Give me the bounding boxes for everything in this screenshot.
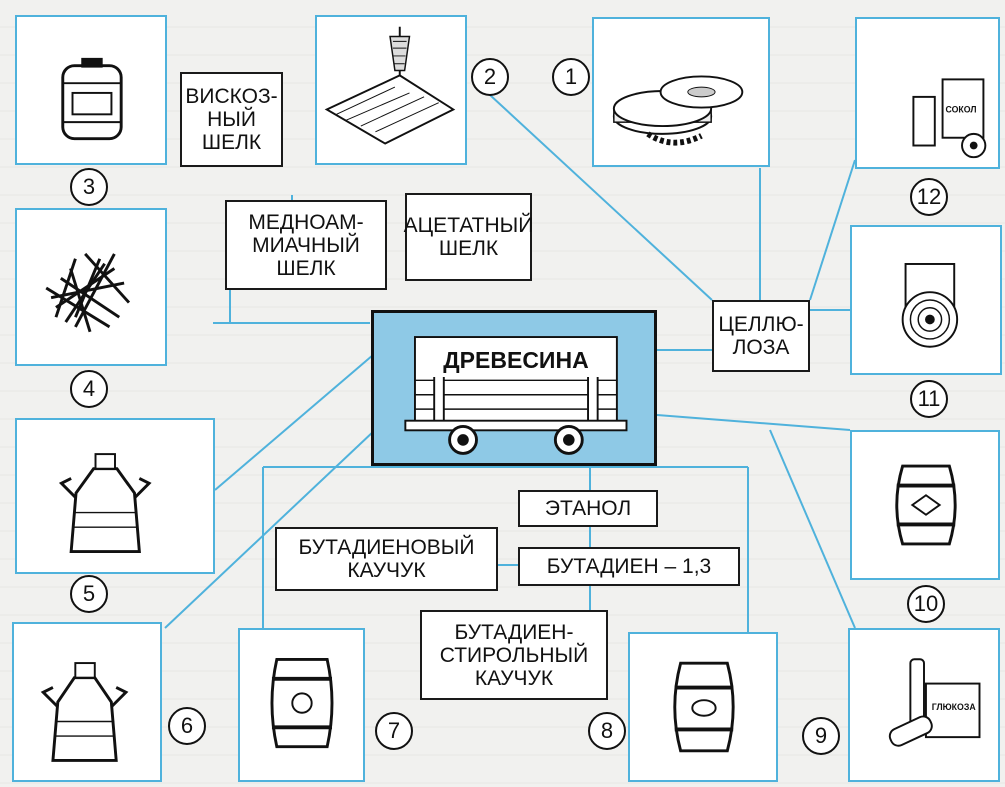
number-4: 4 [70, 370, 108, 408]
pic-11-roll [850, 225, 1002, 375]
demijohn-icon [14, 624, 160, 780]
number-5: 5 [70, 575, 108, 613]
number-1: 1 [552, 58, 590, 96]
number-7: 7 [375, 712, 413, 750]
label-viscose-silk: ВИСКОЗ- НЫЙ ШЕЛК [180, 72, 283, 167]
number-3: 3 [70, 168, 108, 206]
center-wood-box: ДРЕВЕСИНА [371, 310, 657, 466]
pic-9-glucose: ГЛЮКОЗА [848, 628, 1000, 782]
film-reels-icon [594, 19, 768, 165]
canister-icon [17, 17, 165, 163]
number-10: 10 [907, 585, 945, 623]
pic-6-bottle [12, 622, 162, 782]
barrel-icon [852, 432, 998, 578]
label-ethanol: ЭТАНОЛ [518, 490, 658, 527]
pic-4-fibers [15, 208, 167, 366]
number-11: 11 [910, 380, 948, 418]
label-copper-silk: МЕДНОАМ- МИАЧНЫЙ ШЕЛК [225, 200, 387, 290]
pic-3-can [15, 15, 167, 165]
link-cellulose-3 [810, 160, 855, 300]
pic-10-barrel [850, 430, 1000, 580]
fiber-pile-icon [17, 210, 165, 364]
label-acetate-silk: АЦЕТАТНЫЙ ШЕЛК [405, 193, 532, 281]
number-8: 8 [588, 712, 626, 750]
pic-1-film-reels [592, 17, 770, 167]
link-to-5 [215, 355, 373, 490]
label-butadiene-styrene-rubber: БУТАДИЕН- СТИРОЛЬНЫЙ КАУЧУК [420, 610, 608, 700]
fabric-roll-icon [317, 17, 465, 163]
number-12: 12 [910, 178, 948, 216]
link-to-9 [770, 430, 855, 628]
label-butadiene-rubber: БУТАДИЕНОВЫЙ КАУЧУК [275, 527, 498, 591]
pic-8-barrel [628, 632, 778, 782]
pic-7-barrel [238, 628, 365, 782]
pic-5-bottle [15, 418, 215, 574]
barrel-icon [630, 634, 776, 780]
number-2: 2 [471, 58, 509, 96]
glucose-package-icon: ГЛЮКОЗА [850, 630, 998, 780]
log-cart-icon [374, 313, 654, 463]
number-6: 6 [168, 707, 206, 745]
paper-roll-icon [852, 227, 1000, 373]
label-cellulose: ЦЕЛЛЮ- ЛОЗА [712, 300, 810, 372]
center-title: ДРЕВЕСИНА [426, 343, 606, 377]
juice-box-label: СОКОЛ [945, 104, 976, 114]
barrel-icon [240, 630, 363, 780]
pic-12-items: СОКОЛ [855, 17, 1000, 169]
label-butadiene: БУТАДИЕН – 1,3 [518, 547, 740, 586]
demijohn-icon [17, 420, 213, 572]
link-to-10 [657, 415, 850, 430]
glucose-box-label: ГЛЮКОЗА [932, 702, 977, 712]
pic-2-fabric [315, 15, 467, 165]
number-9: 9 [802, 717, 840, 755]
juice-and-roll-icon: СОКОЛ [857, 19, 998, 167]
